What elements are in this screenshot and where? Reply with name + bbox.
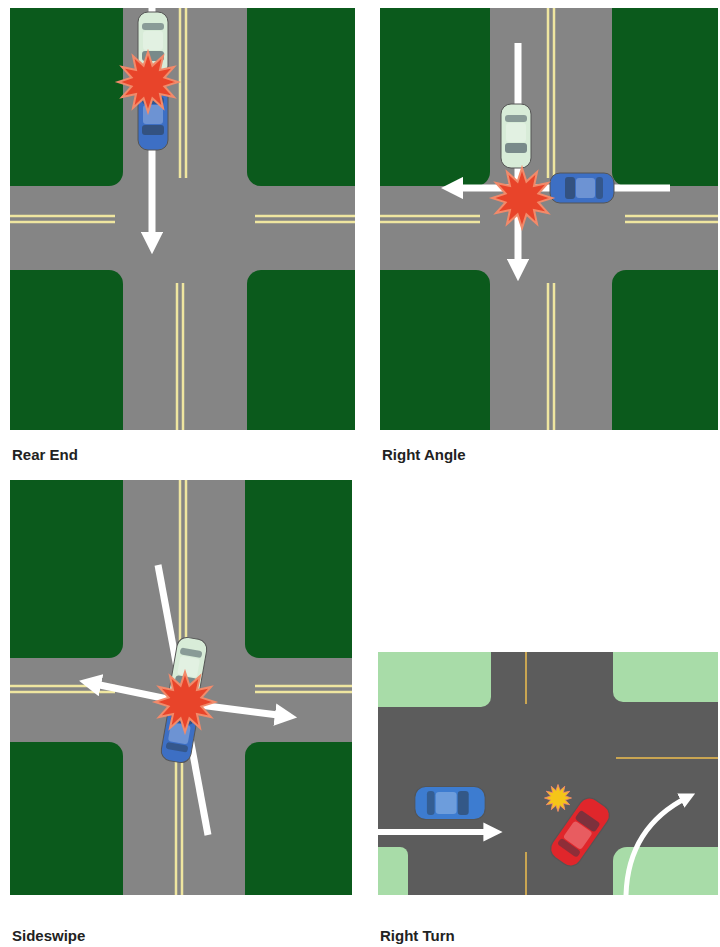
crash-type-caption: Right Angle — [382, 446, 466, 463]
right-turn-panel — [358, 632, 720, 915]
crash-type-caption: Right Turn — [380, 927, 455, 944]
crash-type-caption: Rear End — [12, 446, 78, 463]
right-angle-panel — [360, 0, 720, 450]
rear-end-panel — [0, 0, 377, 450]
crash-type-caption: Sideswipe — [12, 927, 85, 944]
sideswipe-panel — [0, 460, 375, 917]
